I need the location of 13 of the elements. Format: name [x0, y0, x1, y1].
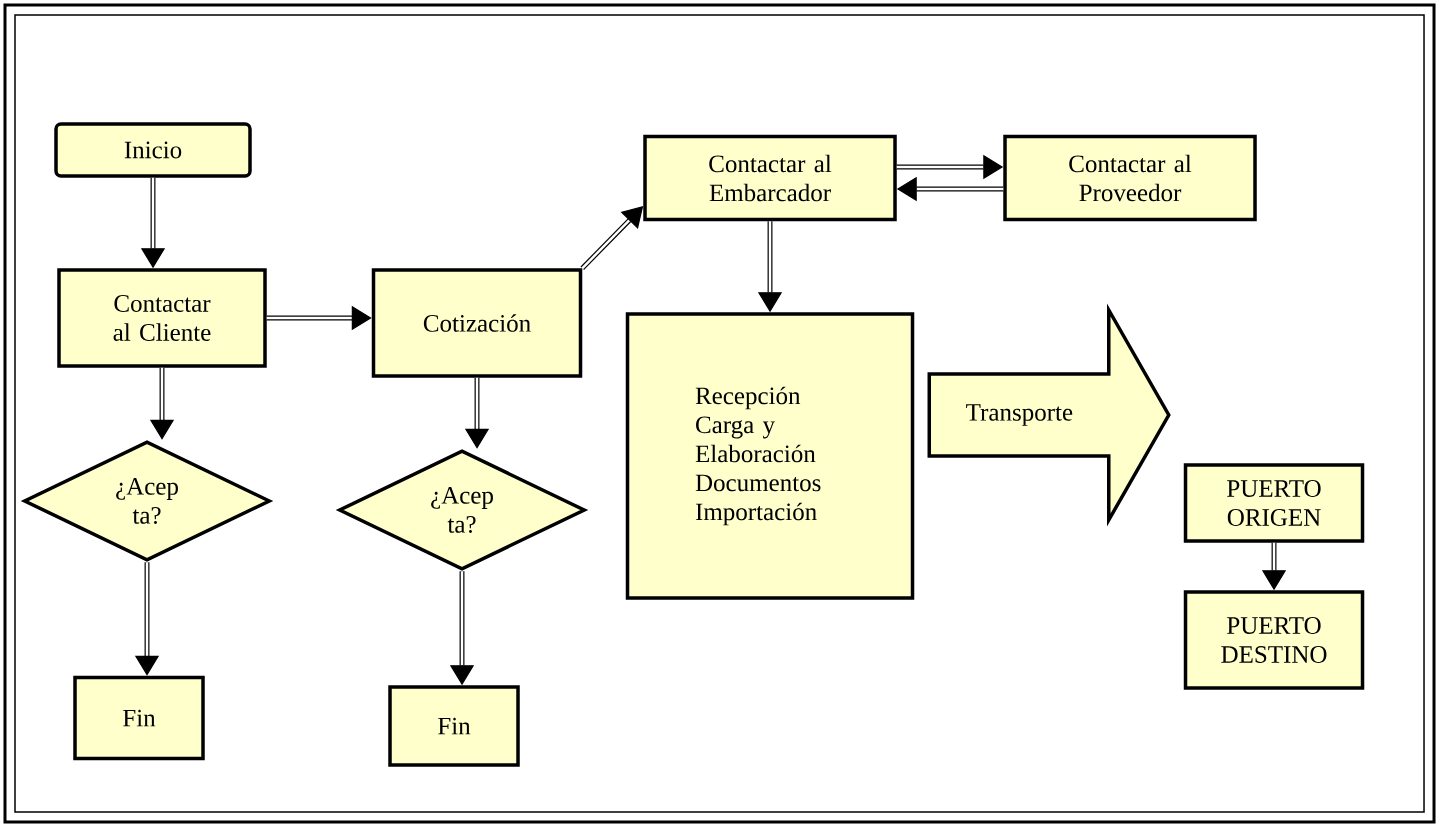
process-box: Contactar al Proveedor	[1003, 134, 1257, 222]
process-box: Contactar al Embarcador	[643, 134, 897, 222]
edge-label: Transporte	[964, 403, 1075, 427]
process-box: Recepción Carga y Elaboración Documentos Importación	[625, 312, 915, 600]
process-box: Fin	[388, 685, 520, 767]
process-box: PUERTO ORIGEN	[1183, 463, 1365, 543]
block-arrow	[927, 303, 1171, 527]
arrow	[580, 206, 644, 270]
process-box: PUERTO DESTINO	[1183, 590, 1365, 690]
process-box: Cotización	[371, 268, 583, 378]
process-box: Fin	[73, 675, 205, 761]
start-box: Inicio	[54, 122, 252, 178]
process-box: Contactar al Cliente	[57, 268, 267, 368]
